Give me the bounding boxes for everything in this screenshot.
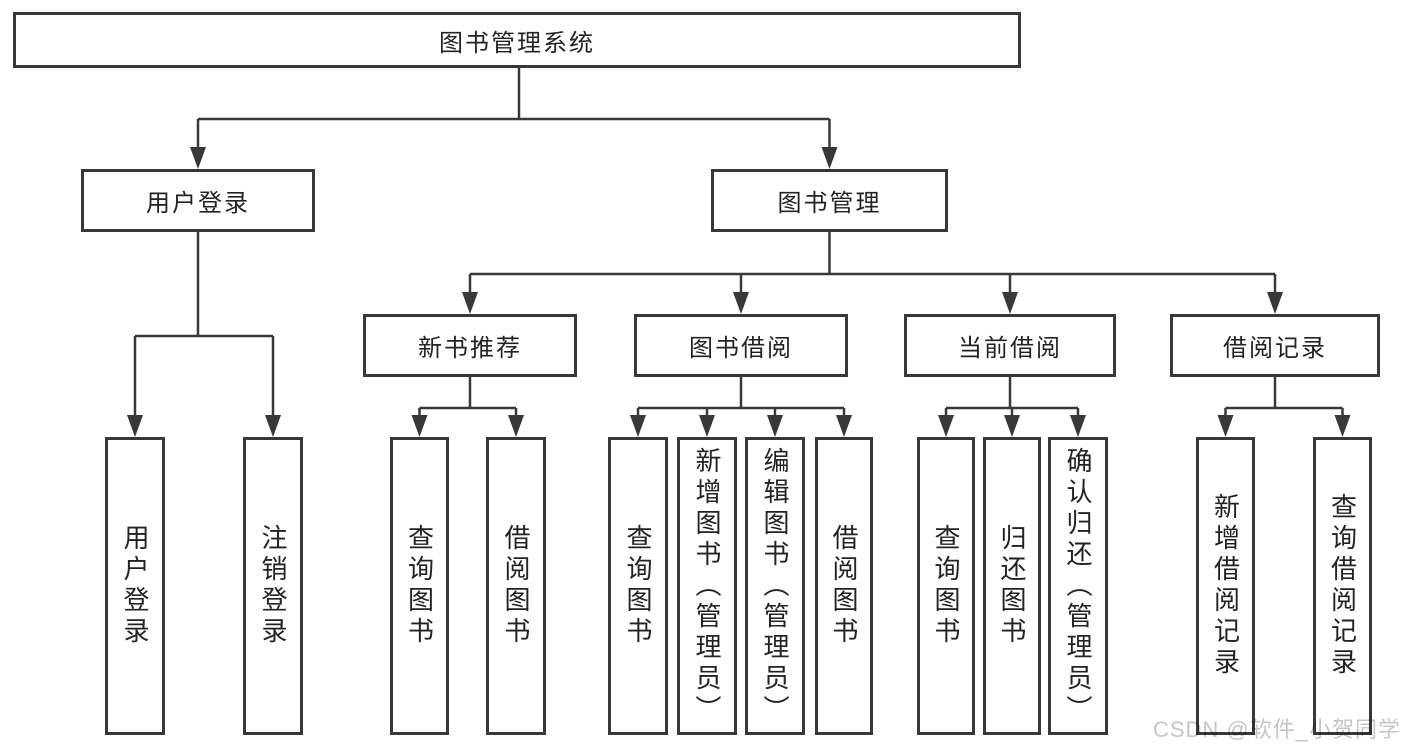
node-label: 查询图书 [623,524,653,648]
arrowhead-icon [411,415,428,437]
leaf-return-books: 归还图书 [983,437,1041,735]
node-label: 归还图书 [997,524,1027,648]
leaf-user-login: 用户登录 [105,437,165,735]
node-label: 查询借阅记录 [1327,493,1358,679]
leaf-query-books: 查询图书 [608,437,668,735]
arrowhead-icon [938,415,954,437]
node-label: 编辑图书（管理员） [760,446,790,726]
node-label: 查询图书 [931,524,961,648]
node-label: 当前借阅 [958,335,1062,362]
watermark: CSDN @软件_小贺同学 [1152,717,1401,742]
node-label: 借阅图书 [829,524,859,648]
node-label: 新书推荐 [418,335,522,362]
node-label: 用户登录 [146,190,250,217]
leaf-add-books-admin: 新增图书（管理员） [677,437,737,735]
node-label: 确认归还（管理员） [1063,446,1093,726]
node-borrowing-records: 借阅记录 [1170,314,1380,377]
connector-current-borrowing-branch [944,377,1080,418]
leaf-query-books: 查询图书 [390,437,449,735]
node-label: 用户登录 [120,524,150,648]
arrowheads [127,147,1351,437]
leaf-logout: 注销登录 [243,437,303,735]
node-label: 借阅图书 [501,524,531,648]
leaf-borrow-books: 借阅图书 [486,437,546,735]
arrowhead-icon [462,292,478,314]
leaf-query-borrowing-record: 查询借阅记录 [1313,437,1372,735]
node-book-borrowing: 图书借阅 [634,314,848,377]
node-new-book-recommendation: 新书推荐 [363,314,577,377]
connector-new-book-branch [418,377,518,418]
node-current-borrowing: 当前借阅 [904,314,1116,377]
node-library-management-system: 图书管理系统 [13,12,1021,68]
arrowhead-icon [1004,415,1020,437]
node-label: 查询图书 [404,524,435,648]
leaf-query-books: 查询图书 [917,437,975,735]
connector-book-borrowing-branch [636,377,846,418]
arrowhead-icon [733,292,749,314]
arrowhead-icon [190,147,206,169]
leaf-borrow-books: 借阅图书 [815,437,873,735]
arrowhead-icon [836,415,852,437]
arrowhead-icon [508,415,524,437]
node-book-management: 图书管理 [711,169,948,232]
node-label: 借阅记录 [1223,335,1327,362]
arrowhead-icon [699,415,715,437]
node-label: 注销登录 [258,524,288,648]
arrowhead-icon [1267,292,1283,314]
connector-borrowing-records-branch [1224,377,1344,418]
node-label: 新增图书（管理员） [692,446,722,726]
connector-root-to-level2 [196,68,831,150]
arrowhead-icon [767,415,783,437]
arrowhead-icon [1334,415,1351,437]
leaf-confirm-return-admin: 确认归还（管理员） [1048,437,1108,735]
node-label: 新增借阅记录 [1210,493,1241,679]
arrowhead-icon [1217,415,1234,437]
arrowhead-icon [1002,292,1018,314]
arrowhead-icon [265,415,281,437]
arrowhead-icon [127,415,143,437]
node-label: 图书管理 [777,190,882,217]
node-user-login: 用户登录 [81,169,315,232]
connector-book-management-branch [468,232,1277,296]
leaf-add-borrowing-record: 新增借阅记录 [1196,437,1255,735]
connector-user-login-branch [133,232,275,418]
arrowhead-icon [821,147,838,169]
arrowhead-icon [630,415,646,437]
node-label: 图书管理系统 [439,29,595,57]
node-label: 图书借阅 [689,335,793,362]
arrowhead-icon [1070,415,1086,437]
leaf-edit-books-admin: 编辑图书（管理员） [745,437,805,735]
